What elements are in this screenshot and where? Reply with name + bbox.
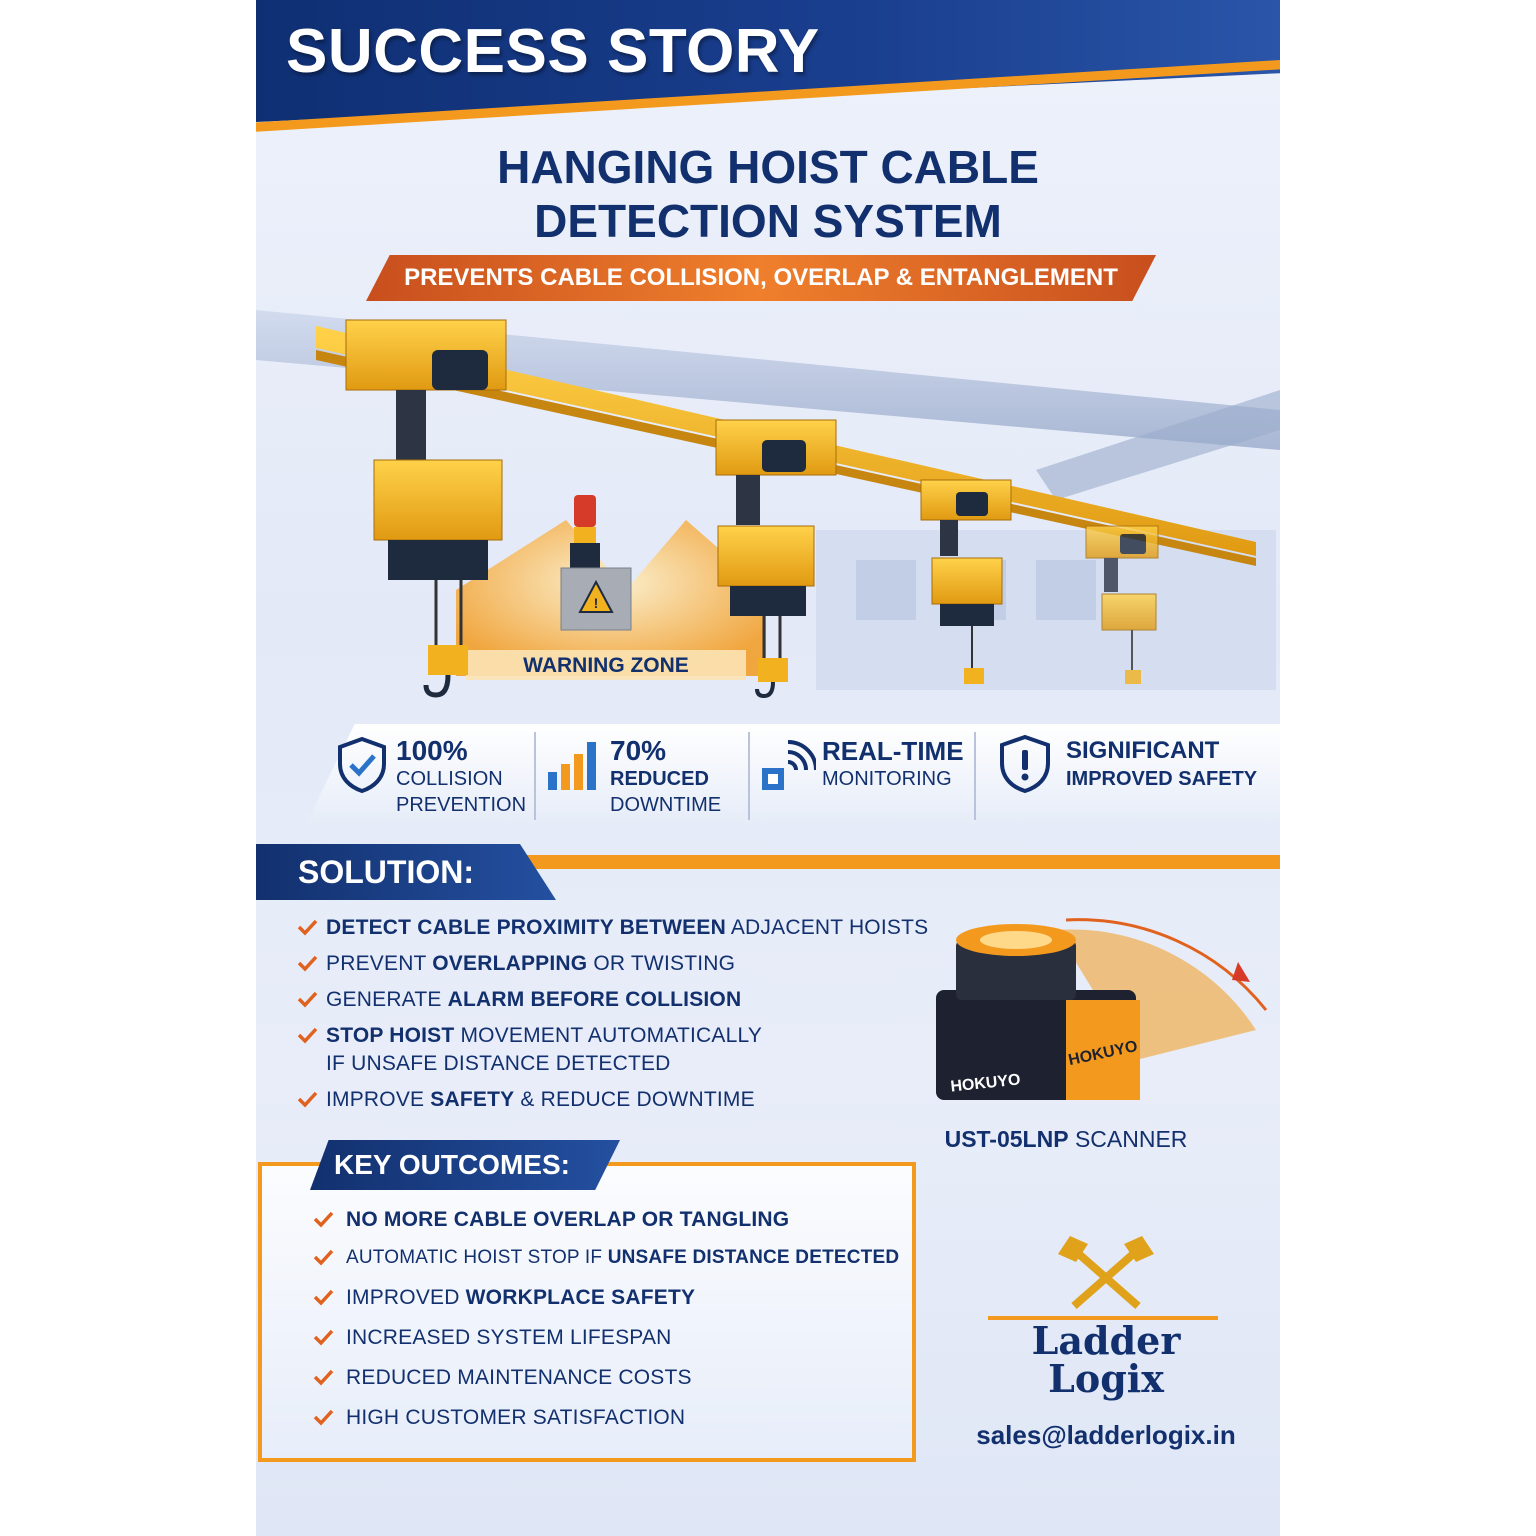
stat-divider xyxy=(974,732,976,820)
bottom-fade xyxy=(256,1470,1280,1536)
stat-line-2: DOWNTIME xyxy=(610,794,722,816)
stat-collision: 100% COLLISION PREVENTION xyxy=(396,735,527,817)
check-icon xyxy=(297,991,318,1008)
stat-line-2: PREVENTION xyxy=(396,794,527,816)
main-title: HANGING HOIST CABLE DETECTION SYSTEM xyxy=(256,140,1280,248)
main-title-line-2: DETECTION SYSTEM xyxy=(534,195,1002,247)
stat-downtime: 70% REDUCED DOWNTIME xyxy=(610,735,722,817)
hoist-4 xyxy=(1085,525,1159,684)
stat-line-1: IMPROVED SAFETY xyxy=(1066,768,1258,790)
stat-value: SIGNIFICANT xyxy=(1066,737,1220,764)
success-story-poster: SUCCESS STORY HANGING HOIST CABLE DETECT… xyxy=(256,0,1280,1536)
stat-divider xyxy=(748,732,750,820)
check-icon xyxy=(297,1027,318,1044)
outcomes-heading: KEY OUTCOMES: xyxy=(310,1140,620,1190)
stat-value: 70% xyxy=(610,735,667,766)
shield-check-icon xyxy=(338,736,386,794)
contact-email[interactable]: sales@ladderlogix.in xyxy=(976,1420,1236,1450)
warning-triangle-icon xyxy=(578,579,614,613)
check-icon xyxy=(313,1369,334,1386)
check-icon xyxy=(313,1409,334,1426)
brand-name-line-2: Logix xyxy=(1048,1356,1164,1401)
solution-heading: SOLUTION: xyxy=(256,844,556,900)
svg-text:!: ! xyxy=(594,595,599,611)
stat-line-1: REDUCED xyxy=(610,768,709,790)
check-icon xyxy=(297,1091,318,1108)
wireless-signal-icon xyxy=(762,740,816,790)
stat-safety: SIGNIFICANT IMPROVED SAFETY xyxy=(1066,736,1257,816)
hoist-3 xyxy=(920,479,1012,684)
check-icon xyxy=(297,955,318,972)
check-icon xyxy=(313,1249,334,1266)
hoist-1 xyxy=(345,319,507,698)
stat-line-1: MONITORING xyxy=(822,768,952,790)
hoist-2 xyxy=(715,419,837,699)
warning-zone-label: WARNING ZONE xyxy=(523,654,689,677)
outcomes-list: NO MORE CABLE OVERLAP OR TANGLING AUTOMA… xyxy=(312,1206,912,1446)
solution-accent-line xyxy=(506,855,1280,869)
hoist-illustration: WARNING ZONE ! xyxy=(256,310,1280,699)
crossed-axes-icon xyxy=(1058,1236,1154,1310)
check-icon xyxy=(297,919,318,936)
stat-value: 100% xyxy=(396,735,468,766)
header-title: SUCCESS STORY xyxy=(286,17,820,86)
check-icon xyxy=(313,1329,334,1346)
subtitle-ribbon: PREVENTS CABLE COLLISION, OVERLAP & ENTA… xyxy=(366,255,1156,301)
main-title-line-1: HANGING HOIST CABLE xyxy=(497,141,1039,193)
shield-alert-icon xyxy=(1000,734,1050,794)
scanner-caption: UST-05LNP SCANNER xyxy=(944,1126,1188,1152)
stat-monitoring: REAL-TIME MONITORING xyxy=(822,736,964,816)
brand-name-line-1: Ladder xyxy=(1031,1318,1181,1363)
check-icon xyxy=(313,1289,334,1306)
alarm-light xyxy=(574,495,596,527)
outcomes-box xyxy=(258,1162,916,1462)
solution-list: DETECT CABLE PROXIMITY BETWEEN ADJACENT … xyxy=(296,914,936,1124)
lidar-scanner-image: HOKUYO HOKUYO xyxy=(936,918,1268,1100)
bar-chart-icon xyxy=(548,742,596,790)
stat-line-1: COLLISION xyxy=(396,768,503,790)
check-icon xyxy=(313,1211,334,1228)
stat-divider xyxy=(534,732,536,820)
brand-name: Ladder Logix xyxy=(946,1322,1266,1398)
stat-value: REAL-TIME xyxy=(822,736,964,766)
brand-divider xyxy=(988,1316,1218,1320)
